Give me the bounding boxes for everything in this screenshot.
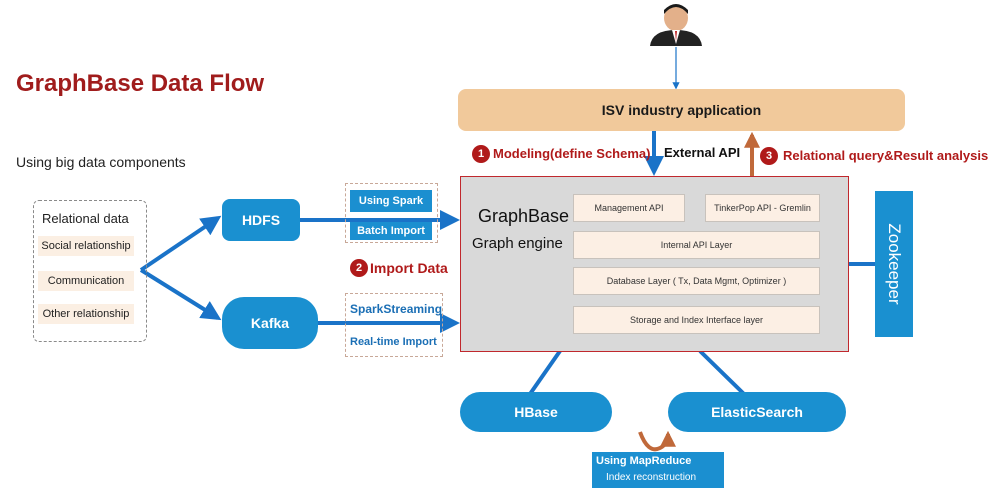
zookeeper-label: Zookeeper xyxy=(885,223,904,305)
elasticsearch-connector xyxy=(698,349,746,396)
spark-streaming-label: SparkStreaming xyxy=(350,302,443,316)
using-spark-label: Using Spark xyxy=(350,190,432,212)
arrow-to-hdfs xyxy=(139,215,222,272)
relational-data-title: Relational data xyxy=(42,211,129,226)
isv-application-box: ISV industry application xyxy=(458,89,905,131)
hbase-connector xyxy=(528,349,562,396)
step-1-label: Modeling(define Schema) xyxy=(493,146,651,161)
step-2-badge: 2 xyxy=(350,259,368,277)
storage-index-layer: Storage and Index Interface layer xyxy=(573,306,820,334)
relational-data-group xyxy=(33,200,147,342)
user-icon xyxy=(650,4,702,46)
step-1-badge: 1 xyxy=(472,145,490,163)
relational-item-social: Social relationship xyxy=(38,236,134,256)
elasticsearch-node: ElasticSearch xyxy=(668,392,846,432)
realtime-import-label: Real-time Import xyxy=(350,336,437,348)
spark-streaming-group xyxy=(345,293,443,357)
hbase-node: HBase xyxy=(460,392,612,432)
internal-api-layer: Internal API Layer xyxy=(573,231,820,259)
index-reconstruction-label: Index reconstruction xyxy=(606,472,697,483)
database-layer: Database Layer ( Tx, Data Mgmt, Optimize… xyxy=(573,267,820,295)
step-3-badge: 3 xyxy=(760,147,778,165)
tinkerpop-api-box: TinkerPop API - Gremlin xyxy=(705,194,820,222)
spark-group xyxy=(345,183,438,243)
batch-import-label: Batch Import xyxy=(350,222,432,240)
mapreduce-arrow xyxy=(638,430,676,452)
page-title: GraphBase Data Flow xyxy=(16,70,265,97)
external-api-label: External API xyxy=(664,145,741,160)
mapreduce-label: Using MapReduce xyxy=(596,455,692,467)
zookeeper-node: Zookeeper xyxy=(875,191,913,337)
mapreduce-box xyxy=(592,452,724,488)
relational-item-communication: Communication xyxy=(38,271,134,291)
graph-engine-label: Graph engine xyxy=(472,235,563,252)
management-api-box: Management API xyxy=(573,194,685,222)
graphbase-name: GraphBase xyxy=(478,206,570,226)
arrow-to-kafka xyxy=(139,268,222,321)
kafka-node: Kafka xyxy=(222,297,318,349)
step-3-label: Relational query&Result analysis xyxy=(783,148,989,163)
hdfs-node: HDFS xyxy=(222,199,300,241)
step-2-label: Import Data xyxy=(370,260,448,276)
relational-item-other: Other relationship xyxy=(38,304,134,324)
page-subtitle: Using big data components xyxy=(16,154,186,170)
